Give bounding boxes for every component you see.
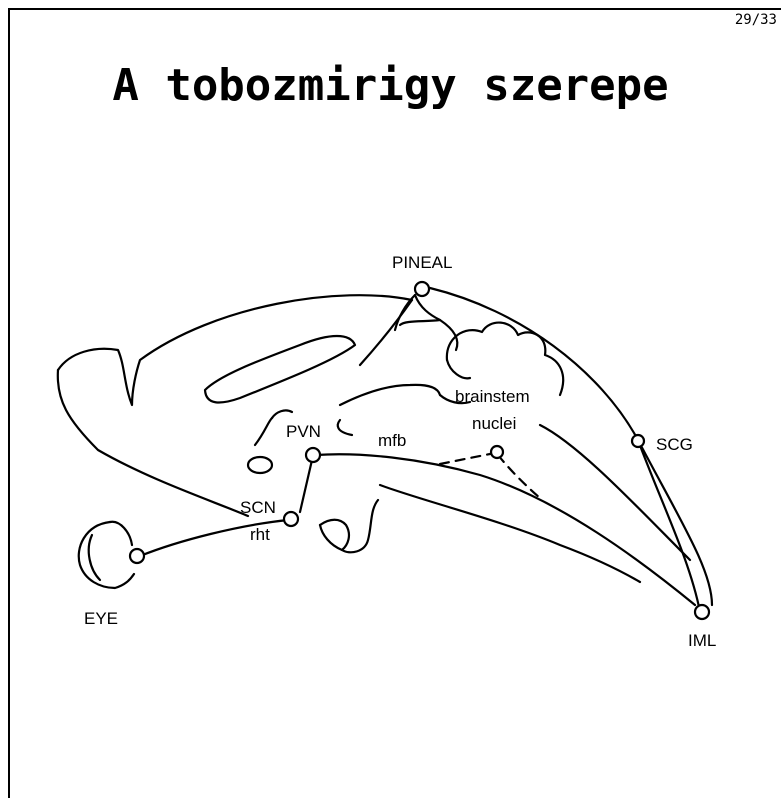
diagram-labels: PINEAL brainstem nuclei PVN mfb SCG SCN … — [84, 253, 716, 650]
label-scg: SCG — [656, 435, 693, 454]
nuclei-node — [491, 446, 503, 458]
eye-node — [130, 549, 144, 563]
label-pineal: PINEAL — [392, 253, 452, 272]
brain-outline — [58, 295, 690, 582]
label-brainstem: brainstem — [455, 387, 530, 406]
eye-icon — [79, 522, 134, 588]
label-pvn: PVN — [286, 422, 321, 441]
iml-node — [695, 605, 709, 619]
pvn-node — [306, 448, 320, 462]
pineal-node — [415, 282, 429, 296]
label-eye: EYE — [84, 609, 118, 628]
scg-node — [632, 435, 644, 447]
scn-node — [284, 512, 298, 526]
neural-pathway — [140, 288, 712, 612]
label-nuclei: nuclei — [472, 414, 516, 433]
label-iml: IML — [688, 631, 716, 650]
label-scn: SCN — [240, 498, 276, 517]
label-mfb: mfb — [378, 431, 406, 450]
label-rht: rht — [250, 525, 270, 544]
nodes — [130, 282, 709, 619]
